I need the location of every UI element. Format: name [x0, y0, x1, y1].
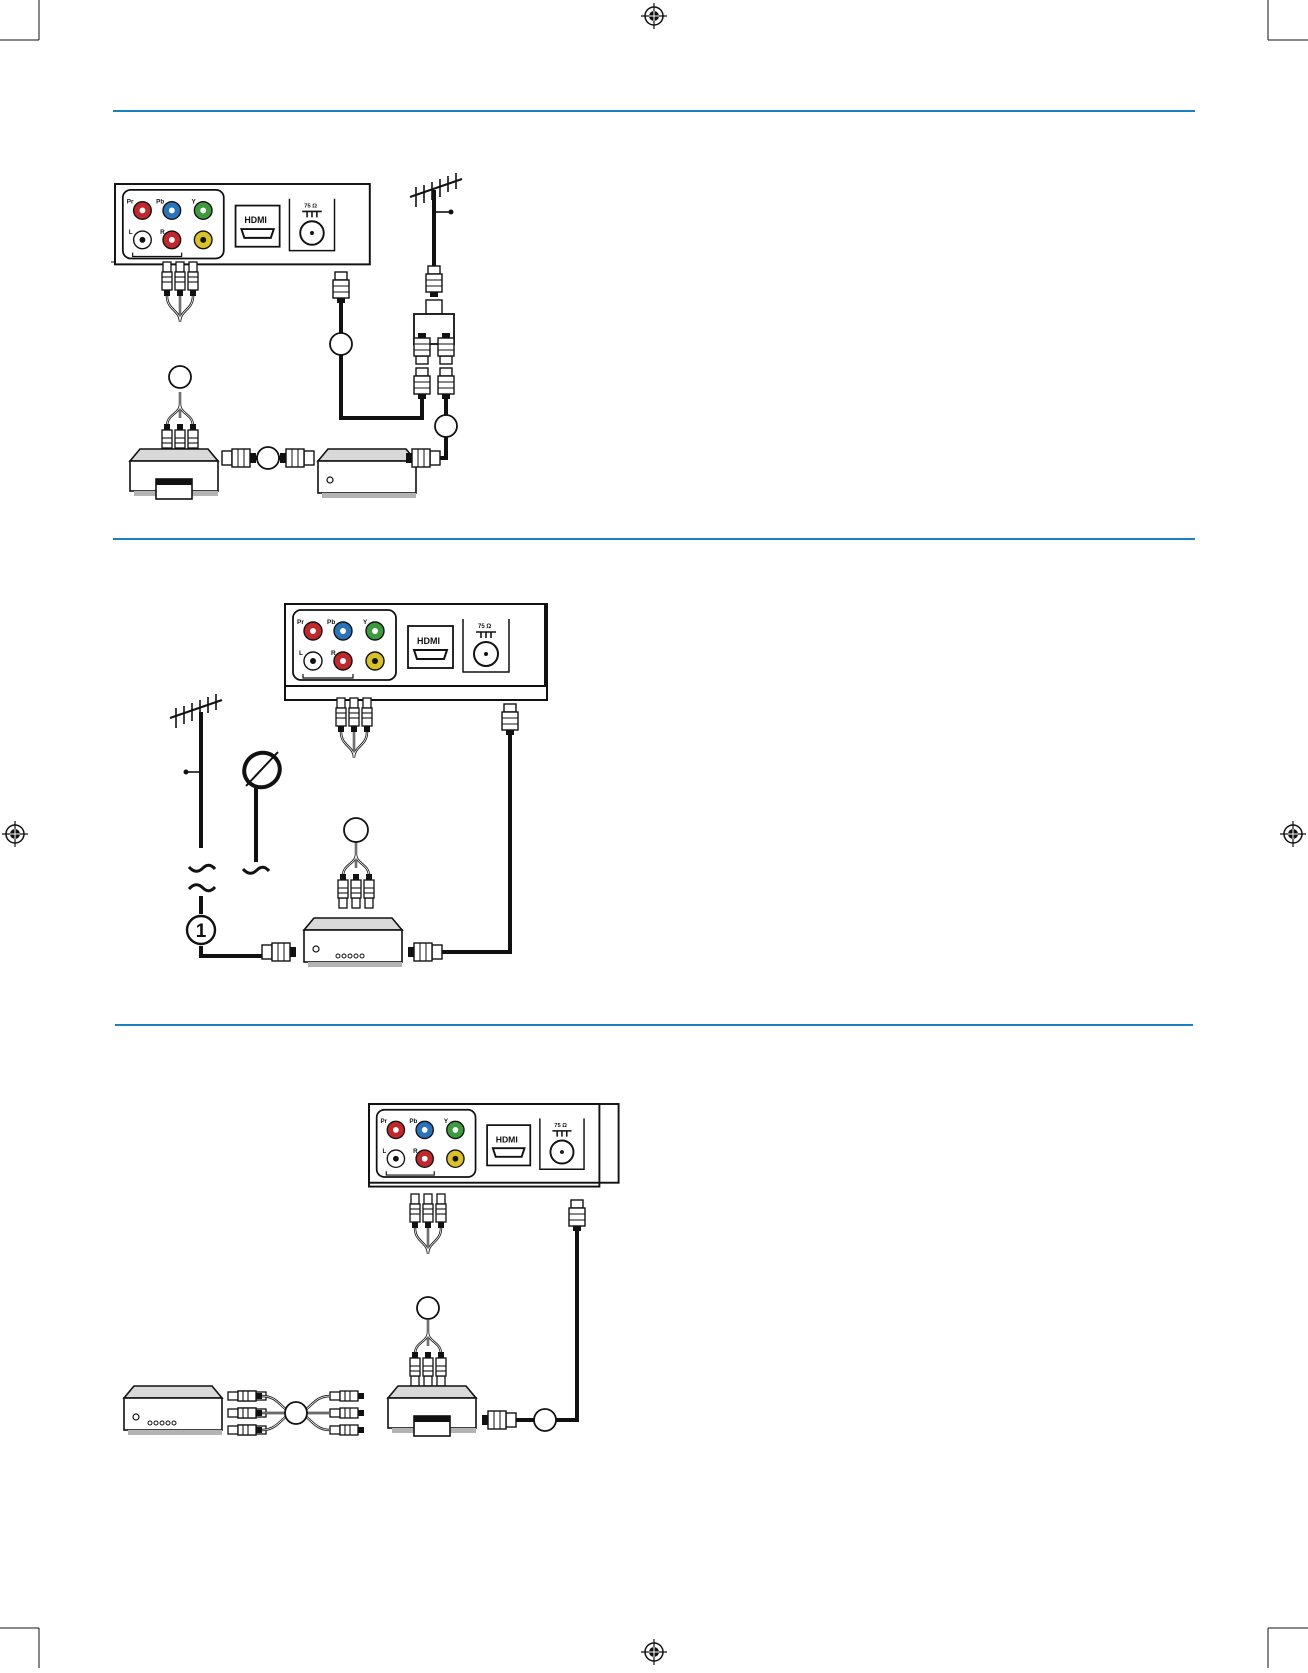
- coax-plug-icon: [501, 703, 519, 736]
- marker-circle: [434, 414, 458, 438]
- registration-mark-icon: [1, 820, 29, 848]
- hdmi-label: HDMI: [244, 215, 267, 225]
- coax-plug-icon: [413, 332, 431, 365]
- rca-plug-icon: [329, 1390, 365, 1402]
- rca-plug-icon: [329, 1407, 365, 1419]
- hdmi-label: HDMI: [417, 636, 440, 646]
- antenna-icon: [169, 693, 223, 729]
- panel-label-pb: Pb: [409, 1118, 417, 1125]
- panel-label-r: R: [413, 1148, 418, 1155]
- signal-break-icon: [187, 883, 217, 893]
- coax-plug-icon: [568, 1199, 586, 1232]
- rca-plug-icon: [162, 392, 198, 458]
- coax-plug-icon: [221, 448, 257, 468]
- coax-plug-icon: [437, 332, 455, 365]
- coax-plug-icon: [413, 367, 431, 400]
- satellite-dish-icon: [242, 750, 282, 862]
- rca-plug-icon: [410, 1320, 446, 1386]
- panel-label-pb: Pb: [327, 619, 335, 626]
- registration-mark-icon: [1279, 820, 1307, 848]
- rca-plug-icon: [410, 1194, 446, 1254]
- panel-label-y: Y: [444, 1118, 449, 1125]
- recorder-device: [129, 448, 219, 500]
- panel-label-y: Y: [191, 199, 196, 206]
- registration-mark-icon: [640, 2, 668, 30]
- rca-plug-icon: [336, 698, 372, 758]
- diagram-2: Pr Pb Y L R HDMI 75 Ω: [169, 603, 548, 968]
- panel-label-y: Y: [363, 619, 368, 626]
- antenna-label: 75 Ω: [554, 1123, 567, 1129]
- diagram-1: Pr Pb Y L R HDMI 75 Ω: [111, 172, 463, 500]
- tv-connector-panel: Pr Pb Y L R HDMI 75 Ω: [284, 603, 548, 701]
- panel-label-l: L: [382, 1148, 386, 1155]
- marker-number: 1: [196, 921, 207, 942]
- panel-label-l: L: [299, 650, 303, 657]
- tv-connector-panel: Pr Pb Y L R HDMI 75 Ω: [114, 183, 371, 266]
- panel-label-pr: Pr: [381, 1118, 388, 1125]
- receiver-device: [123, 1385, 223, 1436]
- coax-plug-icon: [261, 942, 297, 962]
- receiver-device: [303, 917, 403, 968]
- panel-label-r: R: [331, 650, 336, 657]
- marker-circle-1: [185, 914, 217, 946]
- receiver-device: [317, 448, 417, 499]
- coax-plug-icon: [437, 367, 455, 400]
- antenna-label: 75 Ω: [478, 624, 491, 630]
- hdmi-label: HDMI: [496, 1134, 518, 1144]
- signal-break-icon: [241, 865, 271, 875]
- coax-plug-icon: [332, 271, 350, 304]
- marker-circle: [329, 332, 353, 356]
- marker-circle: [416, 1296, 440, 1320]
- rca-plug-icon: [162, 262, 198, 322]
- coax-plug-icon: [407, 942, 443, 962]
- recorder-device: [387, 1385, 477, 1437]
- status-leds: [147, 1420, 177, 1426]
- coax-plug-icon: [481, 1410, 517, 1430]
- panel-label-l: L: [129, 229, 133, 236]
- rca-plug-icon: [329, 1424, 365, 1436]
- marker-circle: [533, 1408, 557, 1432]
- marker-circle: [168, 365, 192, 389]
- diagram-3: Pr Pb Y L R HDMI 75 Ω: [123, 1103, 620, 1437]
- registration-mark-icon: [640, 1638, 668, 1666]
- marker-circle: [256, 446, 280, 470]
- marker-circle: [284, 1401, 308, 1425]
- panel-label-r: R: [160, 229, 165, 236]
- signal-break-icon: [187, 863, 217, 873]
- coax-plug-icon: [425, 265, 443, 298]
- tv-connector-panel: Pr Pb Y L R HDMI 75 Ω: [368, 1103, 620, 1188]
- panel-label-pr: Pr: [297, 619, 304, 626]
- panel-label-pr: Pr: [127, 199, 134, 206]
- marker-circle: [343, 817, 369, 843]
- coax-plug-icon: [279, 448, 315, 468]
- status-leds: [335, 953, 365, 959]
- panel-label-pb: Pb: [156, 199, 164, 206]
- antenna-label: 75 Ω: [304, 204, 317, 210]
- rca-plug-icon: [338, 842, 374, 908]
